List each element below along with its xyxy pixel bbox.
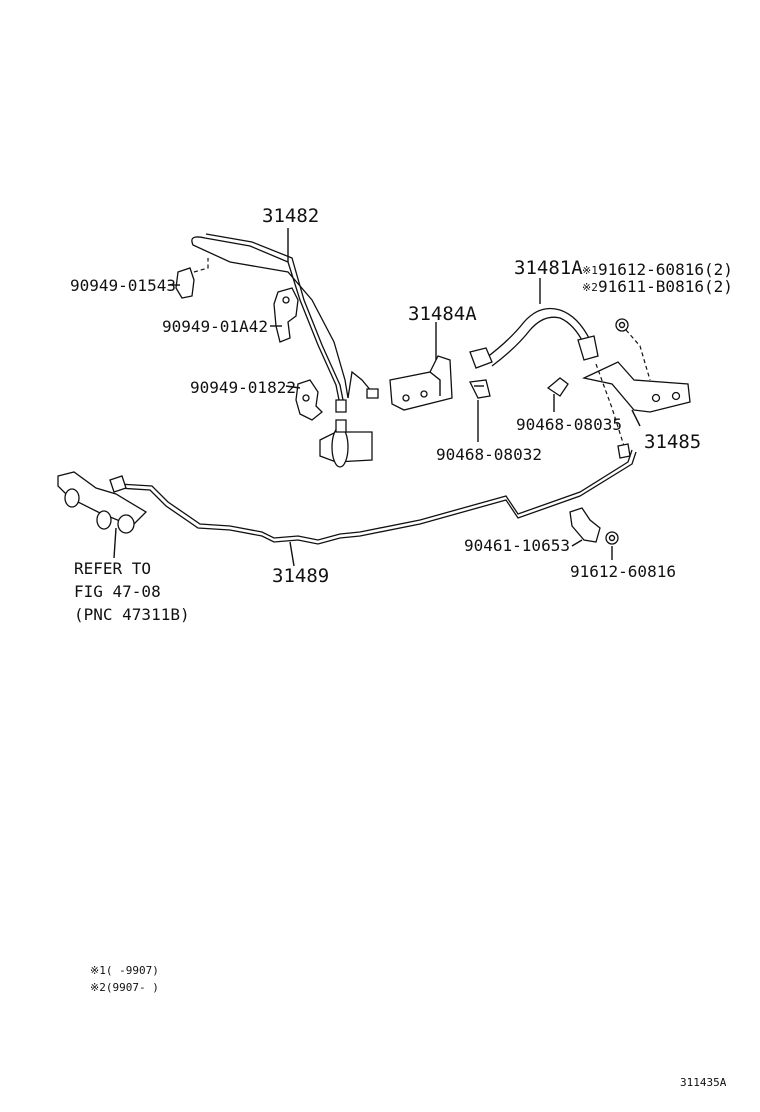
label-90468-08035: 90468-08035 bbox=[516, 415, 622, 434]
label-31484A: 31484A bbox=[408, 303, 477, 325]
label-31482: 31482 bbox=[262, 205, 319, 227]
label-90461-10653: 90461-10653 bbox=[464, 536, 570, 555]
legend-1: ※1( -9907) bbox=[90, 964, 159, 977]
clip-90468-08035 bbox=[546, 377, 569, 397]
label-31485: 31485 bbox=[644, 431, 701, 453]
clip-90468-08032 bbox=[469, 379, 491, 399]
label-90468-08032: 90468-08032 bbox=[436, 445, 542, 464]
label-90949-01543: 90949-01543 bbox=[70, 276, 176, 295]
note2-mark: ※2 bbox=[582, 281, 598, 294]
figure-id: 311435A bbox=[680, 1076, 727, 1089]
note1-mark: ※1 bbox=[582, 264, 598, 277]
bracket-31485 bbox=[581, 318, 691, 413]
note2-part: 91611-B0816(2) bbox=[598, 277, 733, 296]
note1-part: 91612-60816(2) bbox=[598, 260, 733, 279]
hose-31481A bbox=[469, 307, 599, 369]
clip-90949-01A42 bbox=[273, 287, 299, 343]
master-cylinder bbox=[319, 419, 373, 468]
clip-90949-01543 bbox=[175, 258, 209, 299]
refer-line-1: REFER TO bbox=[74, 559, 151, 578]
label-90949-01A42: 90949-01A42 bbox=[162, 317, 268, 336]
nut-91612-60816 bbox=[605, 531, 619, 545]
junction-block bbox=[57, 471, 148, 534]
refer-line-2: FIG 47-08 bbox=[74, 582, 161, 601]
label-90949-01822: 90949-01822 bbox=[190, 378, 296, 397]
tube-31482 bbox=[191, 233, 379, 413]
label-31489: 31489 bbox=[272, 565, 329, 587]
refer-line-3: (PNC 47311B) bbox=[74, 605, 190, 624]
clip-90461-10653 bbox=[569, 507, 601, 543]
label-91612-60816: 91612-60816 bbox=[570, 562, 676, 581]
leader-lines bbox=[113, 228, 641, 567]
label-31481A: 31481A bbox=[514, 257, 583, 279]
legend-2: ※2(9907- ) bbox=[90, 981, 159, 994]
clip-90949-01822 bbox=[295, 379, 323, 421]
bracket-31484A bbox=[389, 355, 453, 411]
tube-31489 bbox=[117, 363, 637, 545]
